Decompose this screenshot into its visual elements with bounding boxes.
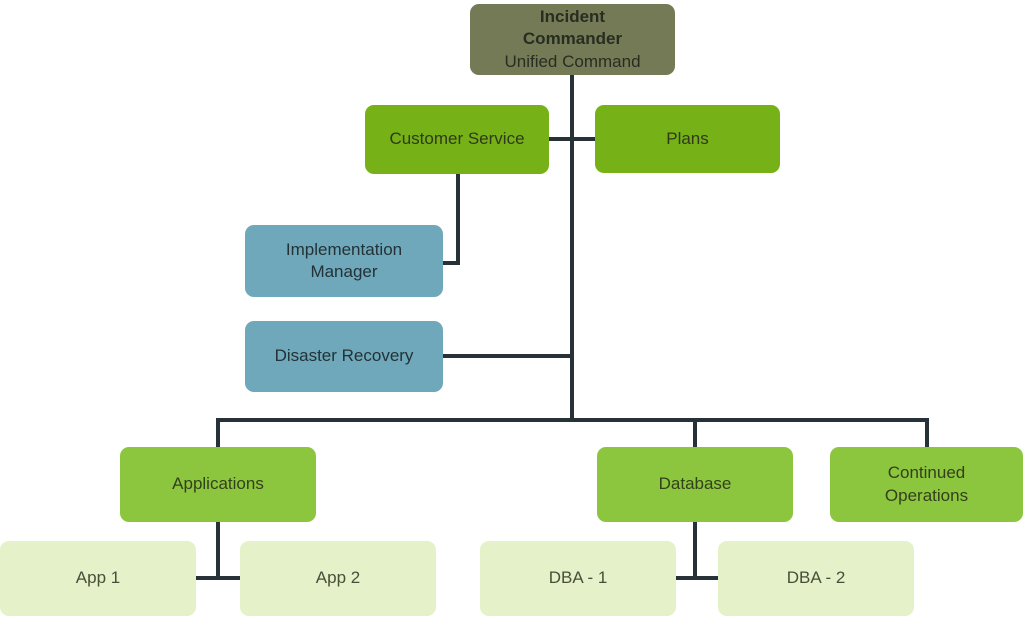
- connector-bottom-bar: [216, 418, 929, 422]
- connector-applications-down: [216, 522, 220, 580]
- connector-continued-operations-drop: [925, 418, 929, 447]
- app-1-label: App 1: [75, 568, 121, 588]
- dba-1-label: DBA - 1: [548, 568, 608, 588]
- connector-database-drop: [693, 418, 697, 447]
- connector-disaster-recovery: [443, 354, 574, 358]
- node-database: Database: [597, 447, 793, 522]
- plans-label: Plans: [666, 128, 709, 148]
- connector-app1-app2: [196, 576, 240, 580]
- disaster-recovery-label: Disaster Recovery: [274, 346, 414, 366]
- node-plans: Plans: [595, 105, 780, 173]
- node-continued-operations: Continued Operations: [830, 447, 1023, 522]
- node-applications: Applications: [120, 447, 316, 522]
- node-customer-service: Customer Service: [365, 105, 549, 174]
- connector-implementation-manager: [443, 261, 460, 265]
- node-incident-commander: Incident Commander Unified Command: [470, 4, 675, 75]
- node-app-1: App 1: [0, 541, 196, 616]
- connector-database-down: [693, 522, 697, 580]
- implementation-manager-label: Implementation Manager: [285, 239, 403, 281]
- connector-central-vertical: [570, 75, 574, 422]
- continued-operations-label: Continued Operations: [884, 463, 969, 505]
- customer-service-label: Customer Service: [389, 129, 525, 149]
- node-dba-1: DBA - 1: [480, 541, 676, 616]
- connector-applications-drop: [216, 418, 220, 447]
- connector-dba1-dba2: [676, 576, 718, 580]
- dba-2-label: DBA - 2: [786, 568, 846, 588]
- database-label: Database: [658, 474, 732, 494]
- node-app-2: App 2: [240, 541, 436, 616]
- incident-commander-subtitle: Unified Command: [504, 51, 641, 71]
- node-dba-2: DBA - 2: [718, 541, 914, 616]
- connector-customer-service-drop: [456, 174, 460, 265]
- applications-label: Applications: [172, 474, 264, 494]
- node-implementation-manager: Implementation Manager: [245, 225, 443, 297]
- node-disaster-recovery: Disaster Recovery: [245, 321, 443, 392]
- app-2-label: App 2: [315, 568, 361, 588]
- incident-commander-title: Incident Commander: [522, 7, 623, 49]
- connector-customer-service-plans: [549, 137, 595, 141]
